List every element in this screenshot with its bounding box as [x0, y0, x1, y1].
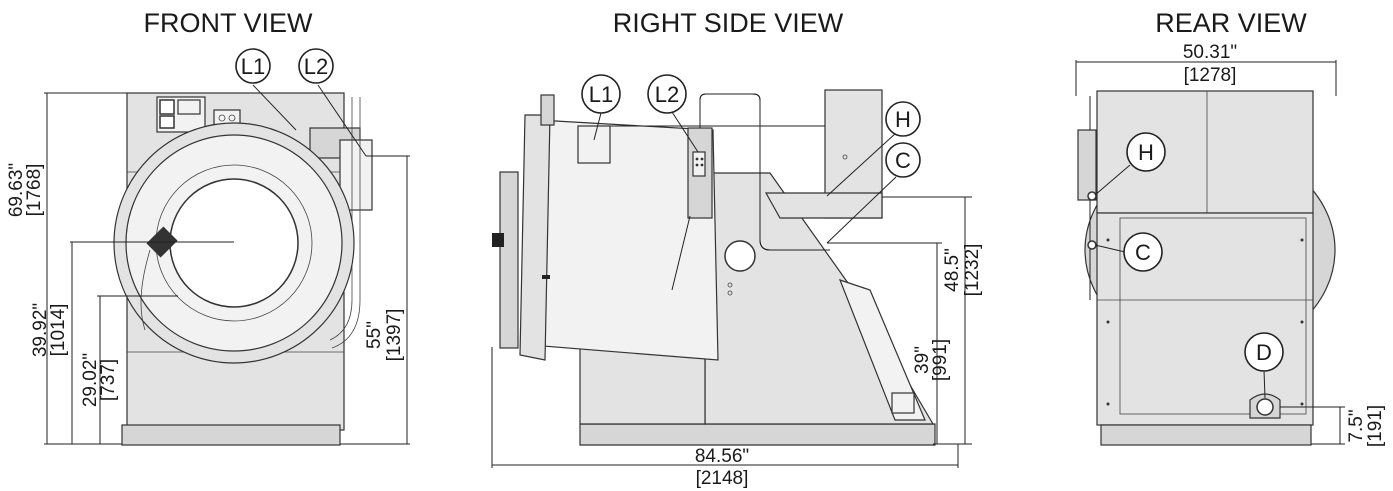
svg-text:D: D — [1256, 340, 1272, 365]
rear-view-title: REAR VIEW — [1155, 8, 1307, 38]
front-view-title: FRONT VIEW — [143, 8, 313, 38]
side-callout-l2 — [647, 74, 687, 114]
front-base — [121, 424, 341, 446]
svg-text:L1: L1 — [241, 54, 265, 79]
side-lower-mm: [991] — [930, 339, 951, 381]
svg-text:L2: L2 — [655, 82, 679, 107]
side-view-title: RIGHT SIDE VIEW — [613, 8, 844, 38]
front-callout-l1 — [235, 48, 271, 84]
side-upper-mm: [1232] — [962, 244, 983, 297]
rear-width-mm: [1278] — [1184, 65, 1237, 86]
rear-width-in: 50.31" — [1183, 42, 1237, 63]
rear-callout-d — [1244, 332, 1284, 372]
side-lower-in: 39" — [912, 346, 933, 374]
rear-drain-mm: [191] — [1365, 405, 1386, 447]
side-callout-h — [885, 101, 921, 137]
front-view: L1 L2 69.63" [1768] 39.92" [1014] 29.02"… — [6, 48, 410, 446]
side-upper-in: 48.5" — [942, 248, 963, 292]
front-height-mm: [1768] — [24, 164, 45, 217]
door-bottom-mm: [737] — [98, 359, 119, 401]
rear-callout-h — [1126, 132, 1166, 172]
front-side-height-mm: [1397] — [384, 309, 405, 362]
rear-view: H C D 50.31" [1278] 7.5" [191] — [1075, 42, 1386, 447]
svg-text:L1: L1 — [589, 82, 613, 107]
svg-text:L2: L2 — [304, 54, 328, 79]
front-door-glass — [169, 178, 299, 308]
door-bottom-in: 29.02" — [80, 353, 101, 407]
side-view: L1 L2 H C 48.5" [1232] 39" [991] 84.56" … — [491, 74, 983, 489]
svg-text:C: C — [895, 148, 911, 173]
rear-drain-in: 7.5" — [1346, 409, 1367, 442]
rear-callout-c — [1123, 232, 1163, 272]
front-callout-l2 — [298, 48, 334, 84]
rear-drain — [1256, 398, 1274, 416]
svg-text:H: H — [895, 107, 911, 132]
side-callout-l1 — [581, 74, 621, 114]
front-height-in: 69.63" — [6, 163, 27, 217]
front-side-height-in: 55" — [364, 321, 385, 349]
door-center-in: 39.92" — [30, 303, 51, 357]
side-depth-in: 84.56" — [695, 446, 749, 467]
svg-text:C: C — [1135, 240, 1151, 265]
side-depth-mm: [2148] — [696, 468, 749, 489]
svg-text:H: H — [1138, 140, 1154, 165]
door-center-mm: [1014] — [48, 304, 69, 357]
side-callout-c — [885, 142, 921, 178]
